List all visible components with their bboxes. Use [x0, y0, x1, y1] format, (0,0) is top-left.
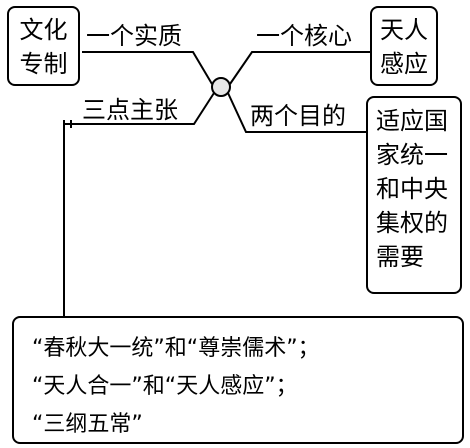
box-line: 感应 [380, 50, 428, 78]
label-one-core: 一个核心 [256, 22, 352, 50]
box-purpose-needs: 适应国 家统一 和中央 集权的 需要 [366, 96, 462, 294]
label-one-essence: 一个实质 [86, 22, 182, 50]
box-line: 需要 [376, 243, 424, 271]
box-line: 集权的 [376, 209, 448, 237]
box-line: “三纲五常” [32, 412, 143, 437]
box-line: 家统一 [376, 141, 448, 169]
box-cultural-autocracy: 文化 专制 [7, 6, 80, 86]
box-line: 适应国 [376, 107, 448, 135]
branch-top-left-line [82, 51, 213, 85]
branch-bottom-right-line [227, 92, 368, 133]
box-line: “天人合一”和“天人感应”； [32, 374, 298, 399]
branch-bottom-left-line [63, 92, 215, 316]
box-line: 天人 [380, 16, 428, 44]
branch-top-right-line [229, 51, 370, 85]
box-line: “春秋大一统”和“尊崇儒术”； [32, 336, 320, 361]
box-line: 文化 [19, 16, 68, 44]
box-heaven-man-induction: 天人 感应 [370, 6, 438, 86]
box-line: 专制 [19, 50, 68, 78]
label-three-propositions: 三点主张 [82, 96, 178, 124]
box-three-propositions-detail: “春秋大一统”和“尊崇儒术”； “天人合一”和“天人感应”； “三纲五常” [12, 316, 464, 444]
center-hub [211, 77, 231, 97]
box-line: 和中央 [376, 175, 448, 203]
label-two-purposes: 两个目的 [250, 102, 346, 130]
